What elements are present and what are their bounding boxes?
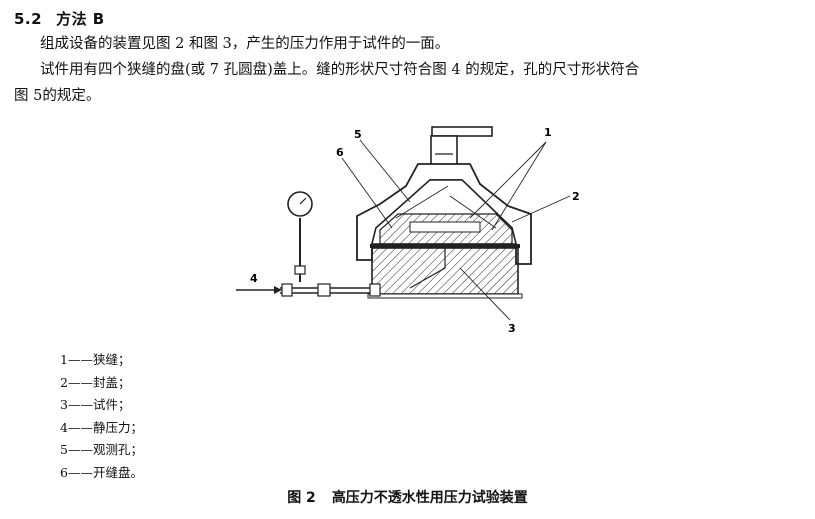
figure-2-diagram: 1 2 3 4 5 6 — [220, 118, 600, 340]
legend-item: 2——封盖； — [60, 374, 131, 390]
figure-legend: 1——狭缝； 2——封盖； 3——试件； 4——静压力； 5——观测孔； 6——… — [60, 349, 143, 485]
callout-1: 1 — [544, 126, 552, 139]
legend-item: 1——狭缝； — [60, 352, 131, 367]
callout-6: 6 — [336, 146, 344, 159]
paragraph-1: 组成设备的装置见图 2 和图 3，产生的压力作用于试件的一面。 — [40, 36, 450, 52]
callout-3: 3 — [508, 322, 516, 335]
legend-item: 4——静压力； — [60, 419, 143, 435]
t-handle-bar — [431, 126, 493, 137]
paragraph-2: 试件用有四个狭缝的盘(或 7 孔圆盘)盖上。缝的形状尺寸符合图 4 的规定，孔的… — [40, 62, 640, 78]
legend-item: 6——开缝盘。 — [60, 464, 143, 480]
apparatus-drawing: 1 2 3 4 5 6 — [236, 126, 580, 335]
specimen — [370, 244, 520, 248]
figure-caption-number: 图 2 — [287, 490, 316, 506]
legend-item: 5——观测孔； — [60, 442, 143, 458]
legend-item: 3——试件； — [60, 397, 131, 413]
figure-caption-title: 高压力不透水性用压力试验装置 — [331, 490, 528, 506]
pipe-fitting-right — [369, 283, 381, 297]
callout-2: 2 — [572, 190, 580, 203]
pipe-fitting-mid — [317, 283, 331, 297]
pipe-fitting-left — [281, 283, 293, 297]
figure-caption: 图 2 高压力不透水性用压力试验装置 — [0, 487, 815, 507]
paragraph-3: 图 5的规定。 — [14, 88, 101, 104]
callout-5: 5 — [354, 128, 362, 141]
callout-4: 4 — [250, 272, 258, 285]
section-number: 5.2 — [14, 10, 43, 28]
section-heading: 5.2 方法 B — [14, 8, 105, 29]
section-title: 方法 B — [56, 10, 105, 28]
